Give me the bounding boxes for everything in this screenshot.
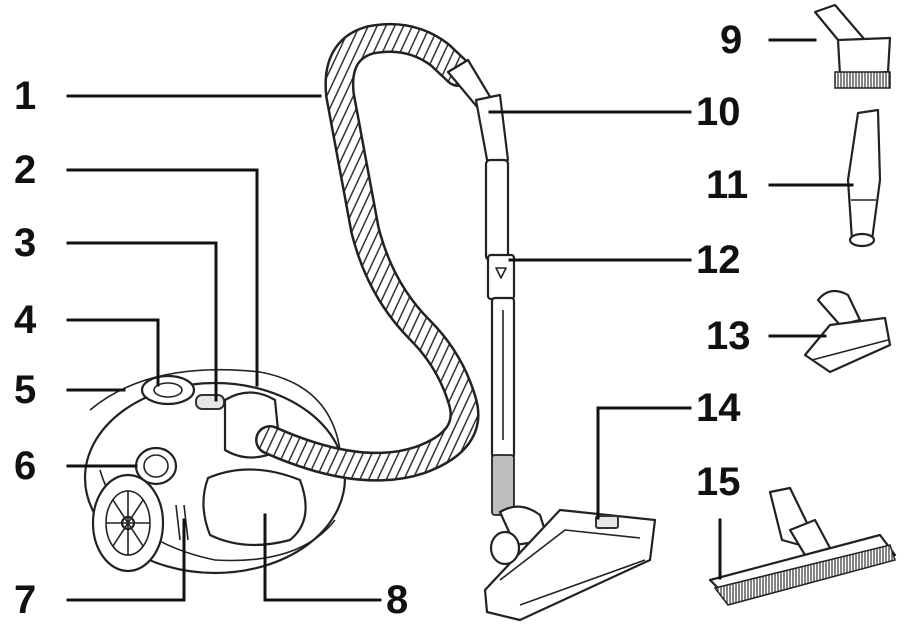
callout-15: 15 (696, 460, 741, 504)
dust-bag-window (202, 468, 307, 547)
floor-nozzle (483, 505, 657, 622)
flexible-hose (255, 22, 480, 482)
callout-8: 8 (386, 578, 409, 622)
callout-14: 14 (696, 386, 741, 430)
callout-13: 13 (706, 314, 751, 358)
callout-3: 3 (14, 221, 37, 265)
cord-rewind-button (195, 394, 225, 410)
power-cord (175, 504, 189, 541)
callout-5: 5 (14, 368, 37, 412)
callout-2: 2 (14, 148, 37, 192)
callout-11: 11 (706, 163, 749, 207)
hard-floor-brush (708, 486, 897, 606)
upholstery-nozzle (803, 289, 892, 374)
callout-10: 10 (696, 90, 741, 134)
dusting-brush (813, 3, 892, 89)
leader-lines (66, 38, 854, 602)
callout-12: 12 (696, 238, 741, 282)
crevice-tool (846, 108, 882, 248)
callout-6: 6 (14, 444, 37, 488)
callout-1: 1 (14, 74, 37, 118)
callout-9: 9 (720, 18, 743, 62)
power-button (140, 374, 196, 406)
callout-4: 4 (14, 298, 37, 342)
callout-7: 7 (14, 578, 37, 622)
handle-and-tube (446, 58, 516, 516)
